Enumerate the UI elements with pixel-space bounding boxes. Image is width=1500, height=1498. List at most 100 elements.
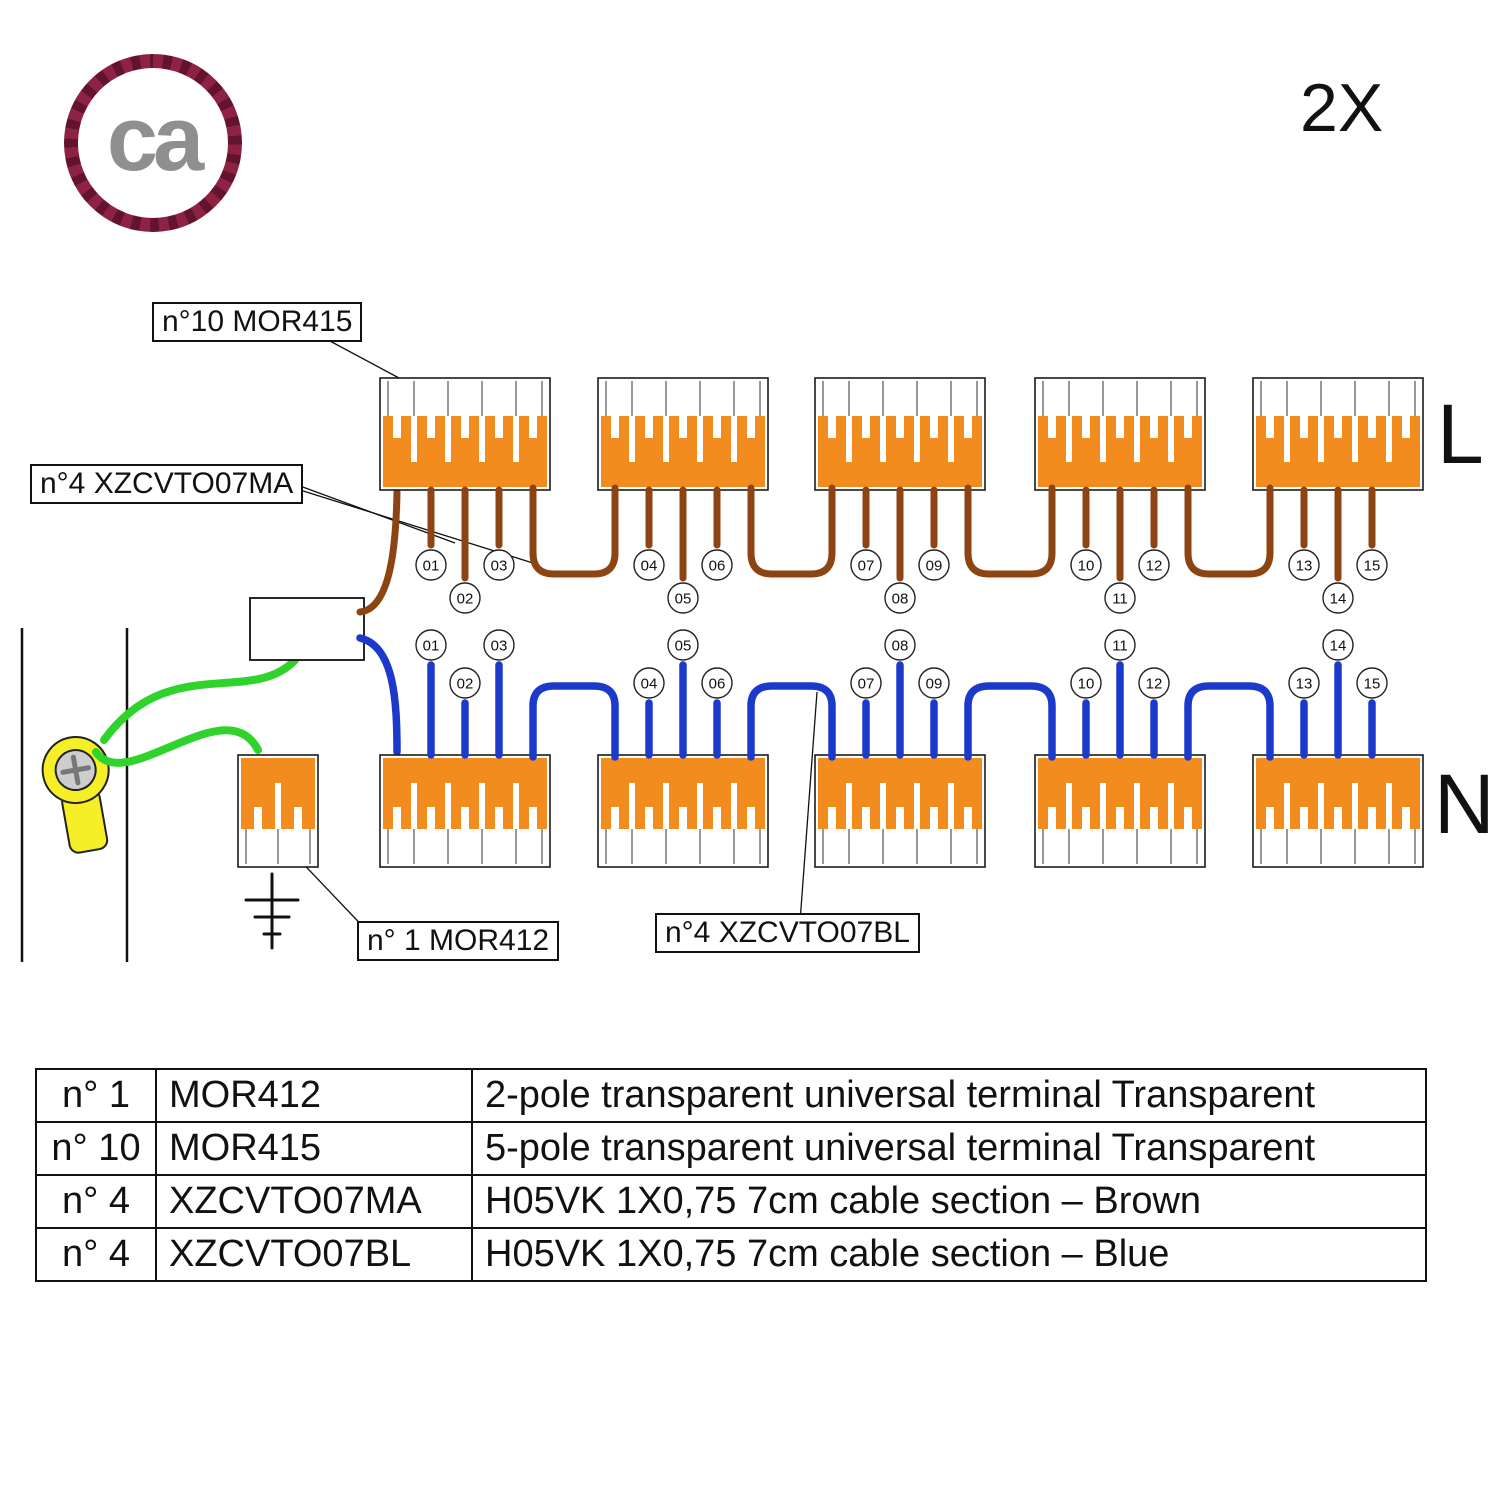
svg-text:13: 13 bbox=[1296, 558, 1313, 575]
wire-number-badge-15: 15 bbox=[1356, 667, 1388, 699]
wire-number-badge-01: 01 bbox=[415, 549, 447, 581]
svg-text:01: 01 bbox=[423, 638, 440, 655]
link-wire-blue-1 bbox=[529, 682, 619, 761]
callout-mor415: n°10 MOR415 bbox=[152, 302, 363, 342]
brand-logo-rope-ring: ca bbox=[64, 54, 242, 232]
wire-number-badge-03: 03 bbox=[483, 629, 515, 661]
terminal-blocks-L bbox=[379, 377, 1424, 491]
bom-cell-code: XZCVTO07MA bbox=[155, 1174, 473, 1229]
terminal-5pole-L-1 bbox=[379, 377, 551, 491]
svg-text:11: 11 bbox=[1112, 591, 1128, 608]
bom-cell-desc: H05VK 1X0,75 7cm cable section – Blue bbox=[471, 1227, 1427, 1282]
earth-ground-icon bbox=[244, 872, 300, 950]
terminal-5pole-N-2 bbox=[597, 754, 769, 868]
wire-number-badge-08: 08 bbox=[884, 629, 916, 661]
wire-number-badge-03: 03 bbox=[483, 549, 515, 581]
bom-cell-qty: n° 1 bbox=[35, 1068, 157, 1123]
feed-wire-brown bbox=[356, 488, 401, 616]
link-wire-blue-3 bbox=[964, 682, 1056, 761]
svg-text:11: 11 bbox=[1112, 638, 1128, 655]
wire-number-badge-14: 14 bbox=[1322, 629, 1354, 661]
callout-brown-cable: n°4 XZCVTO07MA bbox=[30, 464, 304, 504]
wire-number-badge-04: 04 bbox=[633, 667, 665, 699]
terminal-5pole-N-3 bbox=[814, 754, 986, 868]
wire-number-badge-15: 15 bbox=[1356, 549, 1388, 581]
bom-cell-code: MOR415 bbox=[155, 1121, 473, 1176]
terminal-5pole-L-5 bbox=[1252, 377, 1424, 491]
svg-text:09: 09 bbox=[926, 558, 943, 575]
svg-text:02: 02 bbox=[457, 591, 474, 608]
wire-number-badge-01: 01 bbox=[415, 629, 447, 661]
terminal-5pole-N-5 bbox=[1252, 754, 1424, 868]
link-wire-blue-4 bbox=[1184, 682, 1274, 761]
svg-text:06: 06 bbox=[709, 676, 726, 693]
svg-text:07: 07 bbox=[858, 676, 875, 693]
bom-cell-desc: 5-pole transparent universal terminal Tr… bbox=[471, 1121, 1427, 1176]
svg-text:12: 12 bbox=[1146, 676, 1163, 693]
wire-number-badge-02: 02 bbox=[449, 667, 481, 699]
wire-number-badge-05: 05 bbox=[667, 582, 699, 614]
wire-number-badge-12: 12 bbox=[1138, 549, 1170, 581]
generated-number-badges: 01 01 02 02 03 03 04 04 05 05 06 06 07 07 08 08 09 09 10 10… bbox=[415, 549, 1388, 699]
svg-text:03: 03 bbox=[491, 558, 508, 575]
svg-text:03: 03 bbox=[491, 638, 508, 655]
svg-text:05: 05 bbox=[675, 591, 692, 608]
svg-text:07: 07 bbox=[858, 558, 875, 575]
terminal-5pole-N-4 bbox=[1034, 754, 1206, 868]
callout-mor412: n° 1 MOR412 bbox=[357, 921, 560, 961]
neutral-rail-label: N bbox=[1434, 757, 1495, 851]
wire-number-badge-11: 11 bbox=[1104, 582, 1136, 614]
wall-lines bbox=[20, 628, 129, 962]
wire-number-badge-09: 09 bbox=[918, 549, 950, 581]
wire-number-badge-10: 10 bbox=[1070, 549, 1102, 581]
link-wire-brown-2 bbox=[747, 484, 836, 578]
wire-number-badge-08: 08 bbox=[884, 582, 916, 614]
link-wire-brown-3 bbox=[964, 484, 1056, 578]
svg-text:08: 08 bbox=[892, 638, 909, 655]
svg-text:08: 08 bbox=[892, 591, 909, 608]
line-rail-label: L bbox=[1437, 387, 1484, 481]
callout-blue-cable: n°4 XZCVTO07BL bbox=[655, 913, 920, 953]
svg-text:13: 13 bbox=[1296, 676, 1313, 693]
wire-number-badge-05: 05 bbox=[667, 629, 699, 661]
svg-text:10: 10 bbox=[1078, 676, 1095, 693]
svg-text:04: 04 bbox=[641, 558, 658, 575]
svg-text:06: 06 bbox=[709, 558, 726, 575]
wire-number-badge-06: 06 bbox=[701, 549, 733, 581]
svg-text:14: 14 bbox=[1330, 638, 1347, 655]
wire-number-badge-07: 07 bbox=[850, 549, 882, 581]
svg-text:09: 09 bbox=[926, 676, 943, 693]
svg-text:14: 14 bbox=[1330, 591, 1347, 608]
terminal-5pole-N-1 bbox=[379, 754, 551, 868]
wire-number-badge-13: 13 bbox=[1288, 667, 1320, 699]
svg-text:15: 15 bbox=[1364, 676, 1381, 693]
bom-cell-code: MOR412 bbox=[155, 1068, 473, 1123]
terminal-blocks-N bbox=[379, 754, 1424, 868]
link-wire-blue-2 bbox=[747, 682, 836, 761]
link-wire-brown-1 bbox=[529, 484, 619, 578]
svg-text:04: 04 bbox=[641, 676, 658, 693]
wire-number-badge-04: 04 bbox=[633, 549, 665, 581]
ground-wires bbox=[92, 656, 299, 767]
svg-text:05: 05 bbox=[675, 638, 692, 655]
wire-number-badge-07: 07 bbox=[850, 667, 882, 699]
power-junction-box bbox=[249, 597, 365, 661]
svg-text:15: 15 bbox=[1364, 558, 1381, 575]
brand-logo-text: ca bbox=[106, 88, 204, 190]
wire-number-badge-11: 11 bbox=[1104, 629, 1136, 661]
svg-text:10: 10 bbox=[1078, 558, 1095, 575]
bom-cell-desc: 2-pole transparent universal terminal Tr… bbox=[471, 1068, 1427, 1123]
terminal-5pole-L-4 bbox=[1034, 377, 1206, 491]
wire-number-badge-14: 14 bbox=[1322, 582, 1354, 614]
bom-cell-qty: n° 10 bbox=[35, 1121, 157, 1176]
terminal-2pole-earth bbox=[237, 754, 319, 868]
bom-cell-desc: H05VK 1X0,75 7cm cable section – Brown bbox=[471, 1174, 1427, 1229]
wire-number-badge-02: 02 bbox=[449, 582, 481, 614]
svg-text:12: 12 bbox=[1146, 558, 1163, 575]
